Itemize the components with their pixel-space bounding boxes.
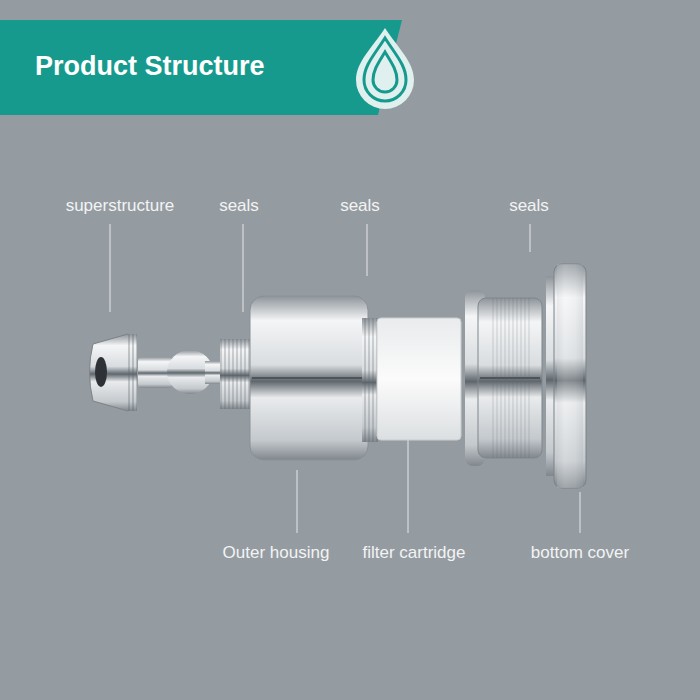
part-label: Outer housing [223, 543, 330, 563]
threaded-connector [220, 339, 251, 409]
seal-plate-part [465, 290, 542, 466]
filter-cartridge-part [377, 318, 461, 440]
part-label: bottom cover [531, 543, 629, 563]
superstructure-part [90, 334, 222, 411]
part-label: seals [219, 196, 259, 216]
leader-lines [110, 224, 580, 533]
title-text: Product Structure [35, 51, 265, 82]
water-drop-icon [356, 28, 414, 109]
bottom-cover-part [546, 264, 586, 488]
part-label: filter cartridge [363, 543, 466, 563]
title-banner [0, 20, 402, 115]
part-label: superstructure [66, 196, 175, 216]
part-label: seals [340, 196, 380, 216]
outer-housing-part [250, 296, 378, 460]
part-label: seals [509, 196, 549, 216]
